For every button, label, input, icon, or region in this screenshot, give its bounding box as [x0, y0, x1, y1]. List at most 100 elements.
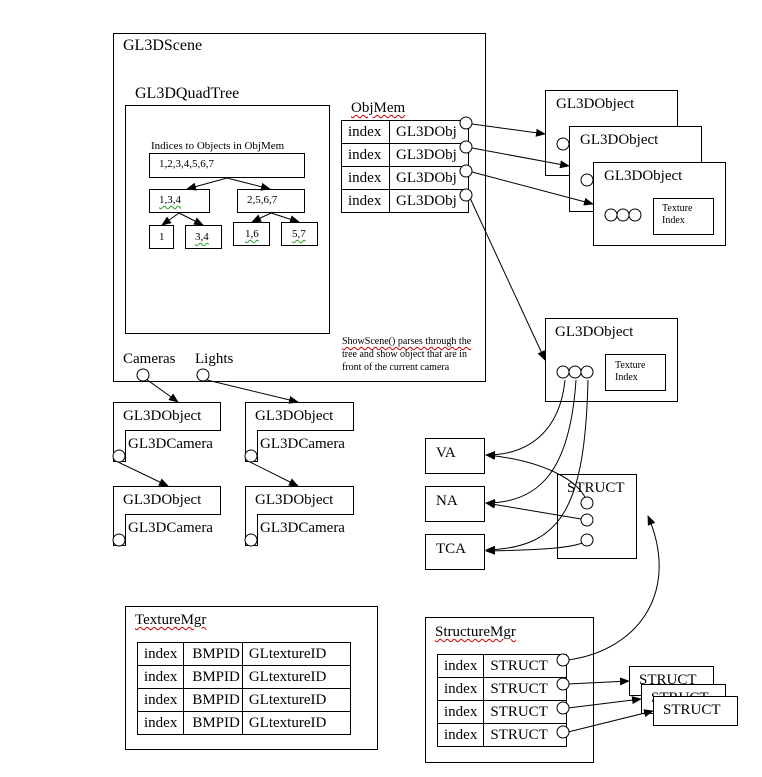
objmem-title: ObjMem [351, 100, 406, 116]
texture-label-line-1: Texture [662, 203, 693, 214]
cameras-link [145, 378, 179, 403]
structure-value-cell: STRUCT [483, 700, 568, 724]
na-box [425, 486, 485, 522]
quadtree-node-l1-0 [149, 189, 210, 213]
quadtree-node-l1-1 [237, 189, 305, 213]
va-box [425, 438, 485, 474]
stacked-struct-1-label: STRUCT [639, 672, 697, 688]
texture-index-cell: index [136, 711, 185, 735]
objmem-index-cell: index [341, 166, 390, 190]
detail-object-texture-index [605, 354, 666, 391]
stacked-object-1-title: GL3DObject [556, 96, 635, 112]
stacked-struct-3 [653, 696, 738, 726]
quadtree-node-l1-0-label: 1,3,4 [159, 194, 181, 206]
texture-gl-cell: GLtextureID [241, 665, 351, 689]
quadtree-node-l2-0-label: 1 [159, 231, 165, 243]
camera-object-2-title: GL3DObject [255, 408, 334, 424]
gl3dscene-title: GL3DScene [123, 37, 203, 54]
tca-label: TCA [436, 541, 466, 557]
camera-object-1-inner-label: GL3DCamera [128, 436, 213, 452]
structure-index-cell: index [436, 677, 485, 701]
texture-gl-cell: GLtextureID [241, 642, 351, 666]
note-line-2: tree and show object that are in [342, 349, 467, 360]
stacked-object-3-texture-index [653, 198, 714, 235]
camera-chain-link [249, 461, 299, 487]
objmem-value-cell: GL3DObj [389, 189, 469, 213]
lights-link [206, 379, 299, 404]
camera-object-2-inner-label: GL3DCamera [260, 436, 345, 452]
quadtree-caption: Indices to Objects in ObjMem [151, 141, 284, 152]
camera-object-2-inner [257, 430, 354, 462]
structure-index-cell: index [436, 700, 485, 724]
texture-gl-cell: GLtextureID [241, 711, 351, 735]
note-line-1: ShowScene() parses through the [342, 335, 471, 348]
showscene-note: ShowScene() parses through the tree and … [342, 335, 471, 374]
quadtree-root-label: 1,2,3,4,5,6,7 [159, 158, 214, 170]
texture-index-cell: index [136, 642, 185, 666]
quadtree-caption-text: Indices to Objects in ObjMem [151, 140, 285, 152]
quadtree-node-l1-1-label: 2,5,6,7 [247, 194, 278, 206]
objmem-value-cell: GL3DObj [389, 143, 469, 167]
quadtree-node-l2-1 [185, 225, 222, 249]
note-line-1-text: ShowScene() parses through the [342, 336, 472, 347]
structure-value-cell: STRUCT [483, 723, 568, 747]
structure-index-cell: index [436, 723, 485, 747]
camera-object-3-title: GL3DObject [123, 492, 202, 508]
cameras-label: Cameras [123, 351, 176, 367]
texture-bmp-cell: BMPID [183, 665, 243, 689]
structure-index-cell: index [436, 654, 485, 678]
structure-value-cell: STRUCT [483, 654, 568, 678]
quadtree-node-l2-2 [233, 222, 270, 246]
texture-bmp-cell: BMPID [183, 688, 243, 712]
camera-object-4-inner-label: GL3DCamera [260, 520, 345, 536]
quadtree-root-node [149, 153, 305, 178]
texture-bmp-cell: BMPID [183, 642, 243, 666]
structure-value-cell: STRUCT [483, 677, 568, 701]
note-line-3: front of the current camera [342, 362, 450, 373]
texture-index-cell: index [136, 665, 185, 689]
camera-object-1-title: GL3DObject [123, 408, 202, 424]
objmem-value-cell: GL3DObj [389, 166, 469, 190]
objmem-index-cell: index [341, 143, 390, 167]
quadtree-node-l2-2-label: 1,6 [245, 228, 259, 240]
texture-label-line-2: Index [615, 372, 638, 383]
texture-label-line-1: Texture [615, 360, 646, 371]
stacked-object-3-title: GL3DObject [604, 168, 683, 184]
camera-chain-link [117, 461, 169, 487]
stacked-struct-3-label: STRUCT [663, 702, 721, 718]
stacked-object-2-title: GL3DObject [580, 132, 659, 148]
na-label: NA [436, 493, 458, 509]
camera-object-4-inner [257, 514, 354, 546]
struct-box-title: STRUCT [567, 480, 625, 496]
quadtree-title: GL3DQuadTree [135, 85, 240, 102]
quadtree-node-l2-1-label: 3,4 [195, 231, 209, 243]
lights-label: Lights [195, 351, 234, 367]
texture-index-cell: index [136, 688, 185, 712]
camera-object-1-inner [125, 430, 221, 462]
detail-object-title: GL3DObject [555, 324, 634, 340]
objmem-value-cell: GL3DObj [389, 120, 469, 144]
camera-object-3-inner-label: GL3DCamera [128, 520, 213, 536]
objmem-index-cell: index [341, 189, 390, 213]
objmem-index-cell: index [341, 120, 390, 144]
va-label: VA [436, 445, 456, 461]
camera-object-4-title: GL3DObject [255, 492, 334, 508]
camera-object-3-inner [125, 514, 221, 546]
texture-mgr-title: TextureMgr [135, 612, 207, 628]
texture-bmp-cell: BMPID [183, 711, 243, 735]
structure-mgr-title: StructureMgr [435, 624, 516, 640]
